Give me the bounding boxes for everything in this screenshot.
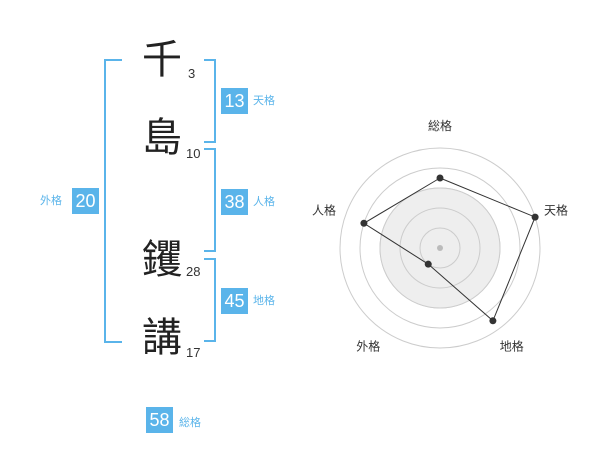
chi-bracket [204,258,216,342]
name-char-1: 千 [142,37,182,83]
gai-bracket [104,59,122,343]
stroke-count-1: 3 [188,66,196,81]
radar-inner-ring-1 [419,227,461,269]
radar-axis-label-1: 総格 [428,118,452,133]
chi-label: 地格 [253,294,275,307]
radar-axis-label-5: 人格 [312,202,336,217]
radar-center-dot [437,245,443,251]
name-char-3: 钁 [142,237,182,283]
sou-value-badge: 58 [146,407,173,433]
stroke-count-4: 17 [186,345,201,360]
jin-bracket [204,148,216,252]
ten-value-badge: 13 [221,88,248,114]
radar-point-2 [531,213,539,221]
ten-bracket [204,59,216,143]
chi-value-badge: 45 [221,288,248,314]
radar-point-1 [436,174,444,182]
radar-data-polygon [362,177,536,322]
radar-point-3 [489,317,497,325]
radar-axis-label-3: 地格 [500,339,524,354]
jin-value-badge: 38 [221,189,248,215]
radar-point-4 [424,260,432,268]
radar-inner-ring-2 [399,207,481,289]
name-char-2: 島 [142,115,182,161]
ten-label: 天格 [253,94,275,107]
radar-point-5 [360,219,368,227]
name-char-4: 講 [142,315,182,361]
gai-label: 外格 [40,194,62,207]
jin-label: 人格 [253,195,275,208]
sou-label: 総格 [179,416,201,429]
radar-axis-label-4: 外格 [356,339,380,354]
stroke-count-3: 28 [186,264,201,279]
radar-axis-label-2: 天格 [544,202,568,217]
gai-value-badge: 20 [72,188,99,214]
stroke-count-2: 10 [186,146,201,161]
